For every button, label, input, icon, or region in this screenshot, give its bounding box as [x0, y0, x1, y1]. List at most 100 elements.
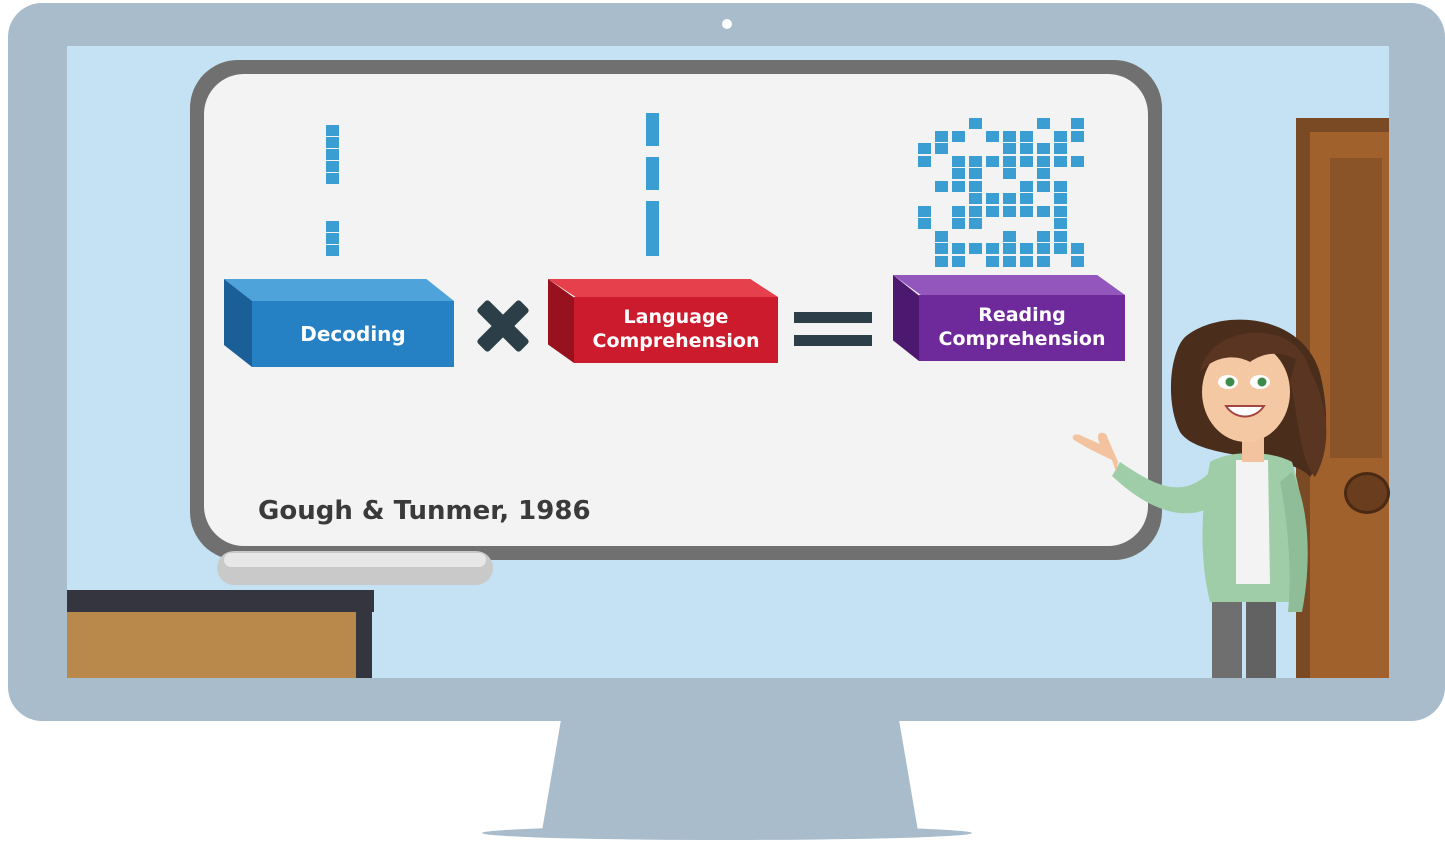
- bit-square: [1037, 243, 1050, 254]
- bit-square: [326, 161, 339, 172]
- door-knob: [1344, 472, 1390, 514]
- bit-square: [986, 205, 999, 217]
- bit-square: [1020, 155, 1033, 167]
- bit-square: [1054, 205, 1067, 217]
- decoding-block-top: [224, 279, 454, 301]
- bit-square: [1071, 243, 1084, 254]
- bit-square: [986, 155, 999, 167]
- bit-square: [918, 143, 931, 154]
- bit-square: [986, 130, 999, 142]
- bit-square: [1037, 255, 1050, 267]
- bit-square: [969, 218, 982, 229]
- bit-square: [952, 255, 965, 267]
- times-icon: [470, 296, 536, 356]
- monitor-stand-base: [482, 826, 972, 840]
- bit-square: [952, 243, 965, 254]
- desk-illustration: [67, 590, 374, 612]
- door-inset: [1330, 158, 1382, 458]
- bit-square: [969, 168, 982, 179]
- equals-icon: [794, 312, 872, 346]
- desk-side: [356, 612, 372, 678]
- bit-square: [1054, 243, 1067, 254]
- language-comprehension-block: Language Comprehension: [548, 279, 780, 365]
- bit-square: [1020, 130, 1033, 142]
- teacher-illustration: [1072, 319, 1327, 678]
- bit-square: [918, 205, 931, 217]
- bit-square: [1003, 168, 1016, 179]
- bit-square: [1071, 155, 1084, 167]
- bit-square: [646, 223, 659, 234]
- bit-square: [1071, 118, 1084, 129]
- bit-square: [935, 243, 948, 254]
- bit-square: [1037, 168, 1050, 179]
- bit-square: [935, 255, 948, 267]
- bit-square: [986, 255, 999, 267]
- bit-square: [986, 193, 999, 204]
- reading-comprehension-block: Reading Comprehension: [893, 275, 1127, 363]
- citation: Gough & Tunmer, 1986: [258, 496, 591, 526]
- bit-square: [1054, 130, 1067, 142]
- bit-square: [646, 135, 659, 146]
- bit-square: [1003, 143, 1016, 154]
- bit-square: [326, 125, 339, 136]
- bit-square: [1020, 193, 1033, 204]
- bit-square: [1054, 218, 1067, 229]
- bit-square: [326, 221, 339, 232]
- bit-square: [646, 168, 659, 179]
- bit-square: [1020, 243, 1033, 254]
- bit-square: [969, 180, 982, 192]
- bit-square: [1071, 130, 1084, 142]
- equals-icon-line: [794, 312, 872, 323]
- bit-square: [1037, 205, 1050, 217]
- bit-square: [918, 218, 931, 229]
- bit-square: [969, 118, 982, 129]
- bit-square: [1003, 255, 1016, 267]
- bit-square: [326, 137, 339, 148]
- bit-square: [326, 245, 339, 256]
- bit-square: [1071, 255, 1084, 267]
- bit-square: [952, 168, 965, 179]
- reading-block-top: [893, 275, 1125, 295]
- bit-square: [1003, 243, 1016, 254]
- bit-square: [1020, 205, 1033, 217]
- bit-square: [952, 155, 965, 167]
- bit-square: [646, 201, 659, 212]
- bit-square: [1003, 230, 1016, 242]
- bit-square: [1037, 230, 1050, 242]
- language-comprehension-label: Language Comprehension: [574, 297, 778, 363]
- bit-square: [1003, 205, 1016, 217]
- bit-square: [986, 243, 999, 254]
- bit-square: [1003, 130, 1016, 142]
- bit-square: [952, 130, 965, 142]
- bit-square: [1037, 143, 1050, 154]
- bit-square: [1020, 255, 1033, 267]
- bit-square: [952, 205, 965, 217]
- whiteboard-tray-highlight: [224, 553, 486, 567]
- bit-square: [1020, 143, 1033, 154]
- bit-square: [1037, 180, 1050, 192]
- language-block-top: [548, 279, 778, 297]
- bit-square: [646, 124, 659, 135]
- bit-square: [1054, 180, 1067, 192]
- bit-square: [969, 205, 982, 217]
- bit-square: [918, 155, 931, 167]
- bit-square: [326, 149, 339, 160]
- bit-square: [1020, 180, 1033, 192]
- webcam-dot: [722, 19, 732, 29]
- bit-square: [969, 193, 982, 204]
- bit-square: [952, 180, 965, 192]
- bit-square: [646, 245, 659, 256]
- bit-square: [1054, 155, 1067, 167]
- bit-square: [326, 173, 339, 184]
- bit-square: [646, 157, 659, 168]
- bit-square: [326, 233, 339, 244]
- bit-square: [969, 155, 982, 167]
- decoding-block: Decoding: [224, 279, 456, 369]
- bit-square: [952, 218, 965, 229]
- reading-comprehension-label: Reading Comprehension: [919, 295, 1125, 361]
- equals-icon-line: [794, 335, 872, 346]
- bit-square: [935, 130, 948, 142]
- bit-square: [1003, 193, 1016, 204]
- bit-square: [646, 212, 659, 223]
- bit-square: [1054, 193, 1067, 204]
